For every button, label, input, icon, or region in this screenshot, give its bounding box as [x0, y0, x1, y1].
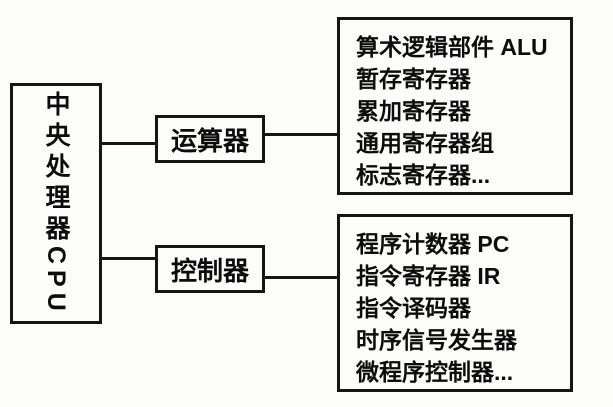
cpu-box-label: 中央处理器CPU	[42, 90, 70, 317]
arithmetic-detail-line: 算术逻辑部件 ALU	[356, 34, 548, 60]
arithmetic-unit-box: 运算器	[155, 115, 265, 163]
cpu-box: 中央处理器CPU	[10, 83, 102, 324]
connector-control-to-detail	[265, 276, 337, 279]
control-detail-line: 时序信号发生器	[356, 327, 517, 353]
arithmetic-unit-label: 运算器	[170, 125, 249, 156]
arithmetic-detail-line: 标志寄存器...	[356, 162, 491, 188]
arithmetic-detail-line: 累加寄存器	[356, 98, 471, 124]
connector-arithmetic-to-detail	[265, 133, 337, 136]
control-unit-box: 控制器	[155, 245, 265, 293]
control-detail-line: 指令译码器	[356, 295, 471, 321]
control-unit-label: 控制器	[170, 255, 249, 286]
arithmetic-detail-line: 通用寄存器组	[356, 130, 494, 156]
connector-cpu-to-arithmetic	[102, 142, 155, 145]
arithmetic-detail-box: 算术逻辑部件 ALU 暂存寄存器 累加寄存器 通用寄存器组 标志寄存器...	[337, 17, 573, 195]
arithmetic-detail-line: 暂存寄存器	[356, 66, 471, 92]
control-detail-line: 程序计数器 PC	[356, 231, 510, 257]
control-detail-box: 程序计数器 PC 指令寄存器 IR 指令译码器 时序信号发生器 微程序控制器..…	[337, 214, 573, 392]
control-detail-line: 指令寄存器 IR	[356, 263, 501, 289]
control-detail-line: 微程序控制器...	[356, 359, 514, 385]
connector-cpu-to-control	[102, 257, 155, 260]
